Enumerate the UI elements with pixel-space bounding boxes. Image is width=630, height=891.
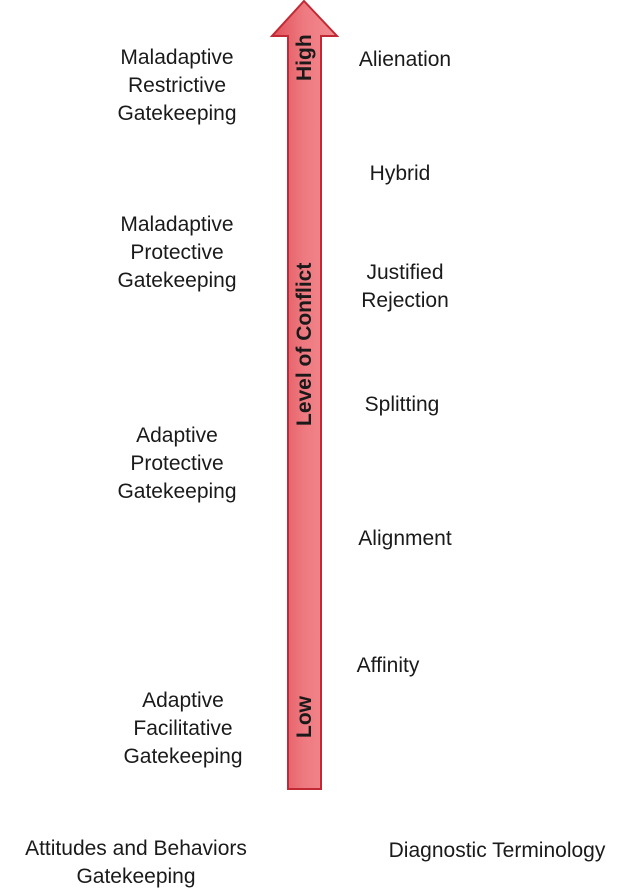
up-arrow-icon <box>269 0 340 790</box>
label-line: Gatekeeping <box>117 269 237 292</box>
label-line: Alignment <box>358 527 452 550</box>
right-item-affinity: Affinity <box>313 652 463 680</box>
label-line: Adaptive <box>142 689 224 712</box>
right-column-footer: Diagnostic Terminology <box>364 837 630 865</box>
right-item-justified-rejection: Justified Rejection <box>330 259 480 315</box>
label-line: Facilitative <box>133 717 233 740</box>
label-line: Gatekeeping <box>123 745 243 768</box>
right-item-hybrid: Hybrid <box>325 160 475 188</box>
label-line: Hybrid <box>369 162 431 185</box>
right-item-splitting: Splitting <box>327 391 477 419</box>
label-line: Adaptive <box>136 424 218 447</box>
left-item-adaptive-protective: Adaptive Protective Gatekeeping <box>57 422 297 506</box>
label-line: Affinity <box>356 654 420 677</box>
right-item-alienation: Alienation <box>330 46 480 74</box>
footer-line: Attitudes and Behaviors <box>25 837 247 860</box>
left-item-maladaptive-restrictive: Maladaptive Restrictive Gatekeeping <box>57 44 297 128</box>
footer-line: Diagnostic Terminology <box>388 839 606 862</box>
left-item-adaptive-facilitative: Adaptive Facilitative Gatekeeping <box>63 687 303 771</box>
right-item-alignment: Alignment <box>330 525 480 553</box>
label-line: Restrictive <box>127 74 227 97</box>
label-line: Maladaptive <box>120 213 234 236</box>
label-line: Maladaptive <box>120 46 234 69</box>
label-line: Alienation <box>358 48 452 71</box>
label-line: Gatekeeping <box>117 480 237 503</box>
left-column-footer: Attitudes and Behaviors Gatekeeping <box>0 835 272 891</box>
footer-line: Gatekeeping <box>76 865 196 888</box>
label-line: Gatekeeping <box>117 102 237 125</box>
label-line: Protective <box>130 241 224 264</box>
label-line: Justified <box>366 261 444 284</box>
label-line: Protective <box>130 452 224 475</box>
left-item-maladaptive-protective: Maladaptive Protective Gatekeeping <box>57 211 297 295</box>
label-line: Splitting <box>364 393 440 416</box>
label-line: Rejection <box>361 289 449 312</box>
